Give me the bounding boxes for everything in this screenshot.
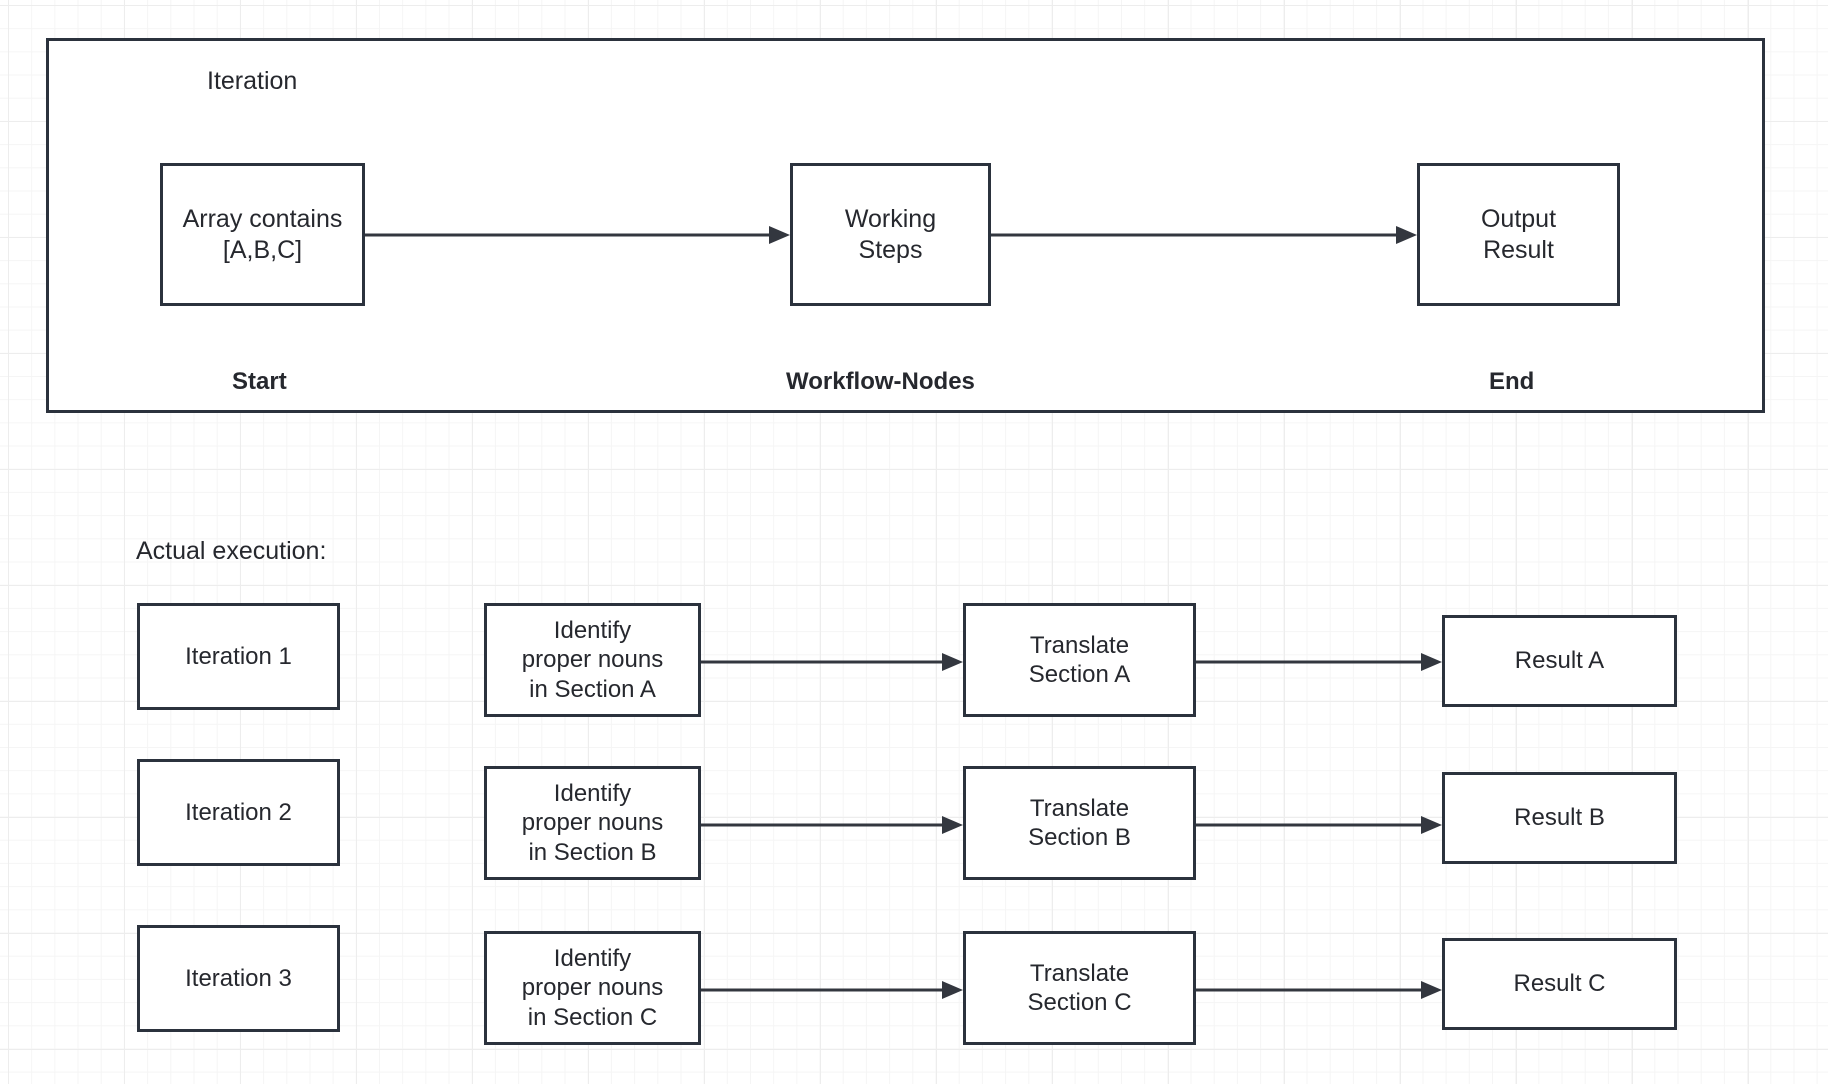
arrowhead-icon (942, 981, 963, 999)
node-result-a[interactable]: Result A (1442, 615, 1677, 707)
connector-shaft (1196, 988, 1421, 992)
connector-shaft (1196, 660, 1421, 664)
arrowhead-icon (769, 226, 790, 244)
node-iteration-2[interactable]: Iteration 2 (137, 759, 340, 866)
arrowhead-icon (942, 653, 963, 671)
node-iteration-3[interactable]: Iteration 3 (137, 925, 340, 1032)
caption-workflow-nodes: Workflow-Nodes (786, 368, 975, 395)
node-translate-c[interactable]: Translate Section C (963, 931, 1196, 1045)
arrowhead-icon (1421, 981, 1442, 999)
connector-shaft (701, 823, 942, 827)
node-translate-a[interactable]: Translate Section A (963, 603, 1196, 717)
node-iteration-1[interactable]: Iteration 1 (137, 603, 340, 710)
connector-shaft (701, 988, 942, 992)
caption-end: End (1489, 368, 1535, 395)
node-identify-b[interactable]: Identify proper nouns in Section B (484, 766, 701, 880)
connector-shaft (1196, 823, 1421, 827)
node-array-contains[interactable]: Array contains [A,B,C] (160, 163, 365, 306)
arrowhead-icon (1396, 226, 1417, 244)
node-identify-c[interactable]: Identify proper nouns in Section C (484, 931, 701, 1045)
arrowhead-icon (1421, 653, 1442, 671)
node-output-result[interactable]: Output Result (1417, 163, 1620, 306)
connector-shaft (365, 233, 769, 237)
node-result-c[interactable]: Result C (1442, 938, 1677, 1030)
iteration-panel-title: Iteration (207, 67, 298, 95)
arrowhead-icon (1421, 816, 1442, 834)
node-working-steps[interactable]: Working Steps (790, 163, 991, 306)
arrowhead-icon (942, 816, 963, 834)
connector-shaft (701, 660, 942, 664)
node-identify-a[interactable]: Identify proper nouns in Section A (484, 603, 701, 717)
actual-execution-heading: Actual execution: (136, 537, 327, 565)
node-translate-b[interactable]: Translate Section B (963, 766, 1196, 880)
caption-start: Start (232, 368, 287, 395)
node-result-b[interactable]: Result B (1442, 772, 1677, 864)
connector-shaft (991, 233, 1396, 237)
